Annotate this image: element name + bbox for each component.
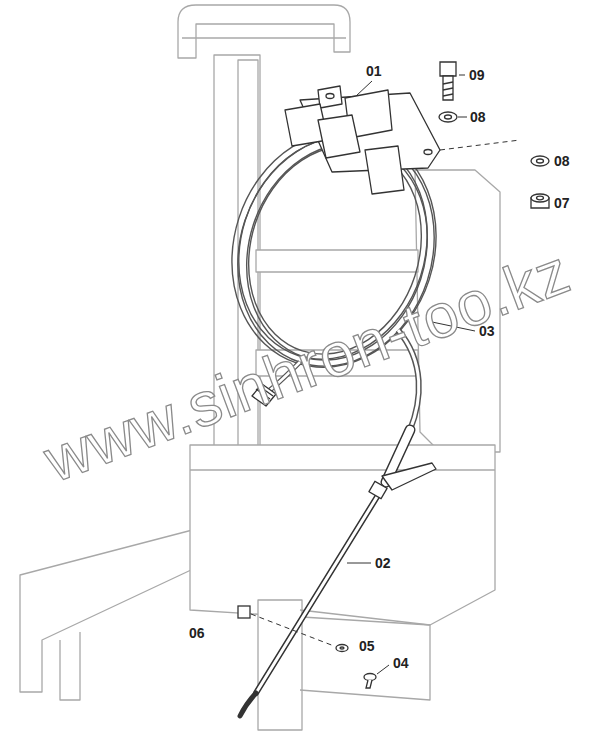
callout-number: 06 xyxy=(188,625,206,641)
callout-number: 04 xyxy=(392,655,410,671)
spray-lance xyxy=(240,430,436,716)
callout-number: 02 xyxy=(374,555,392,571)
callout-number: 01 xyxy=(365,63,383,79)
callout-number: 08 xyxy=(469,109,487,125)
callout-number: 07 xyxy=(553,195,571,211)
hose-bracket xyxy=(285,86,440,194)
callout-number: 05 xyxy=(358,638,376,654)
callout-number: 08 xyxy=(553,153,571,169)
callout-number: 09 xyxy=(468,67,486,83)
